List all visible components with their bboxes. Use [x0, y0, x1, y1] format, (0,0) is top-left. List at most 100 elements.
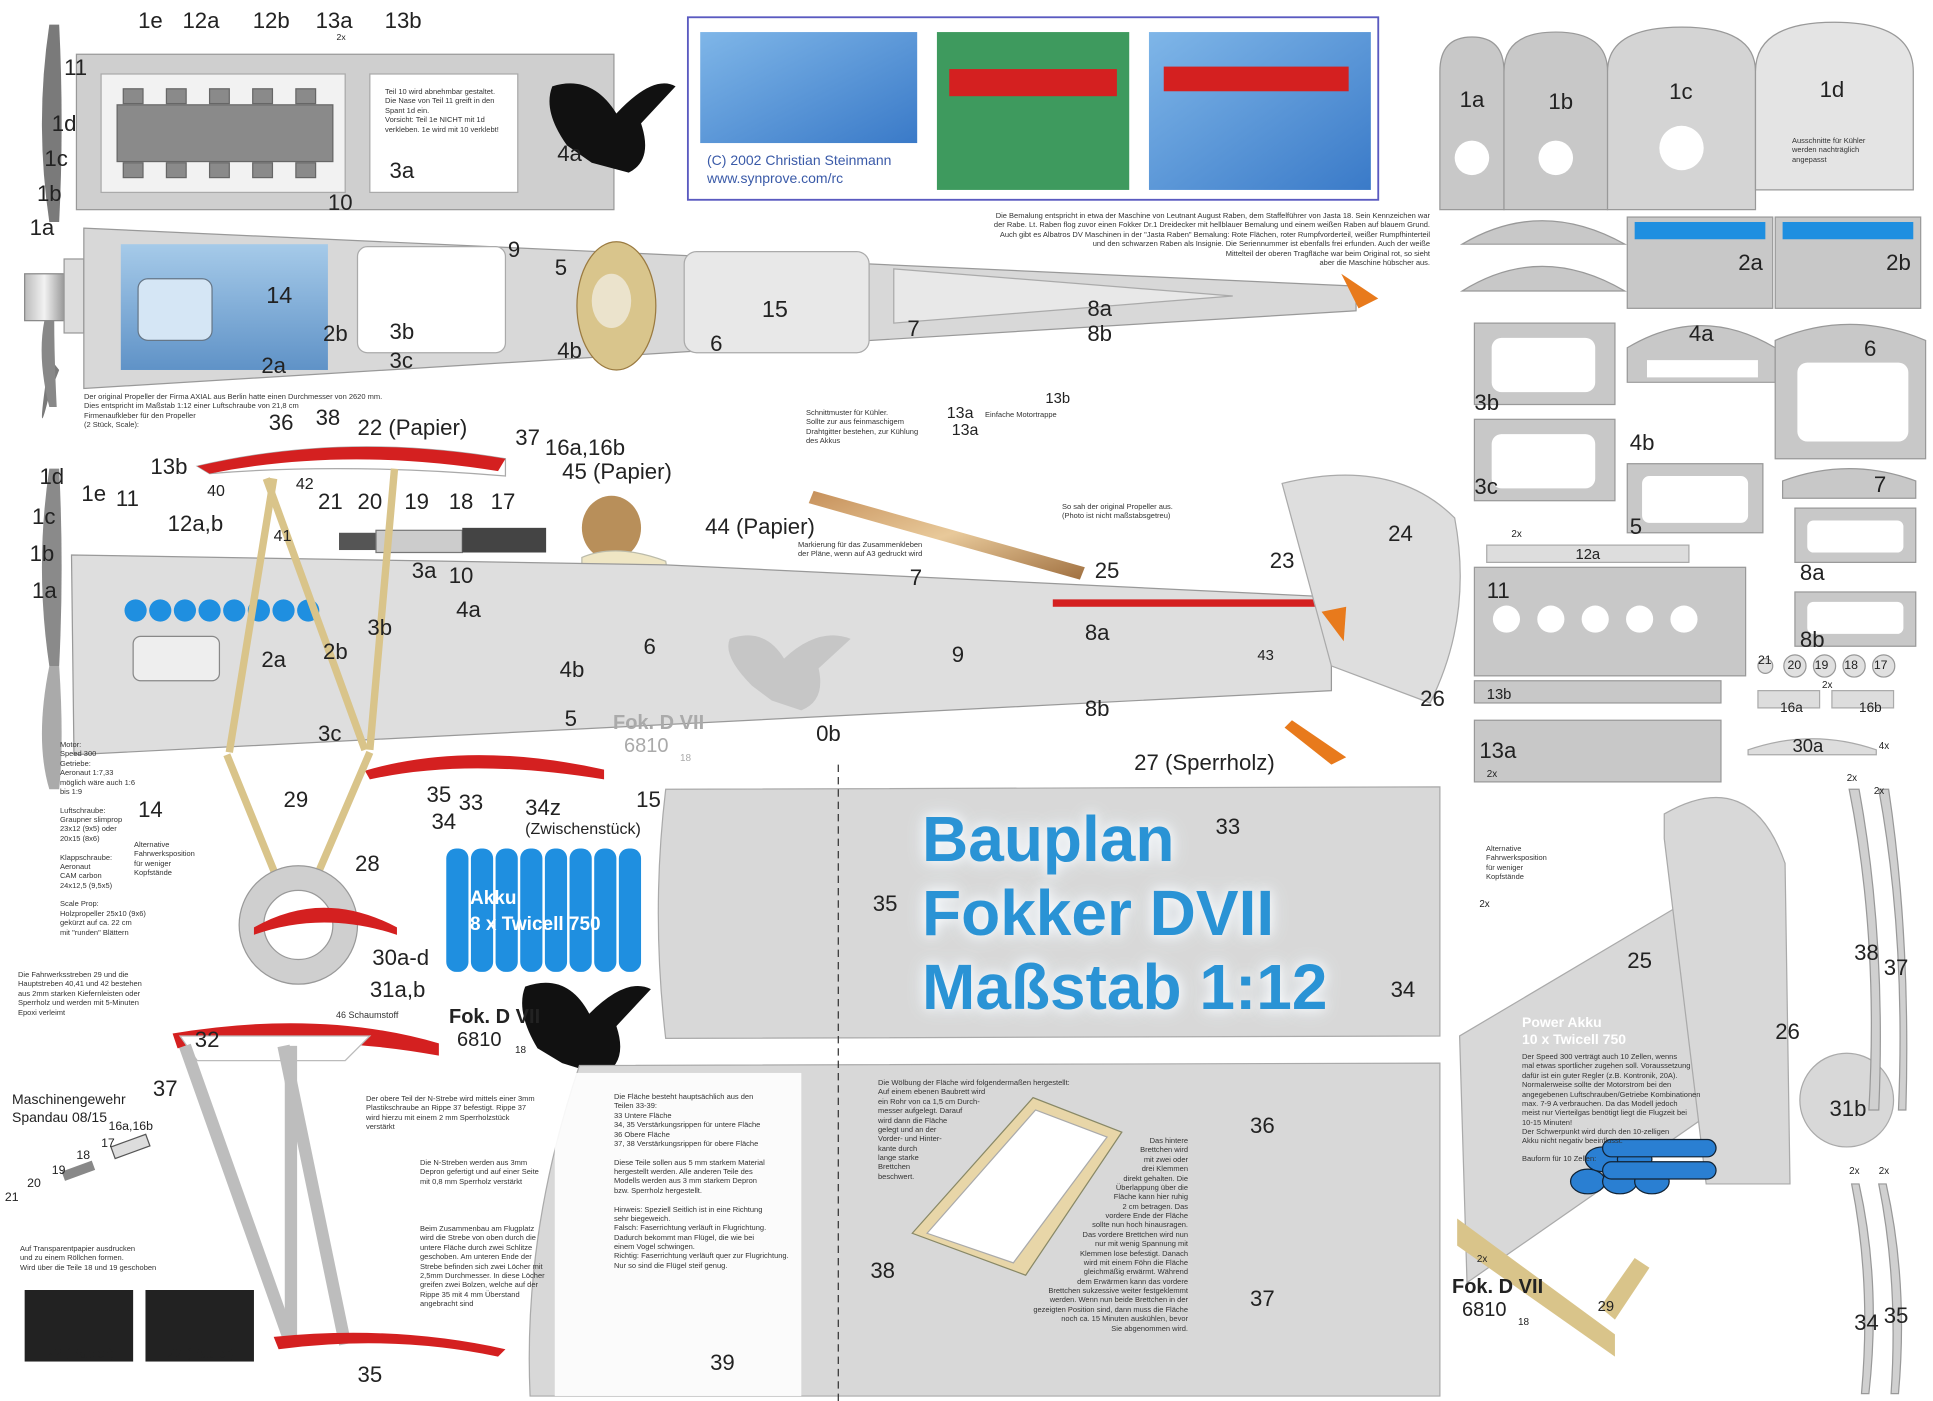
part-label: 16a,16b [544, 434, 626, 460]
part-label: 17 [490, 488, 516, 514]
part-label: 7 [1873, 471, 1887, 497]
part-label: 4a [1688, 321, 1714, 347]
part-label: 8a [1799, 560, 1825, 586]
part-label: 19 [51, 1163, 66, 1178]
part-label: 12a [182, 7, 220, 33]
part-label: 10 [448, 562, 474, 588]
part-label: 33 [458, 789, 484, 815]
note-woelbung: Die Wölbung der Fläche wird folgendermaß… [878, 1078, 1070, 1181]
note-alt-fahrwerk-right: Alternative Fahrwerksposition für wenige… [1486, 844, 1547, 882]
part-label: 3c [318, 720, 342, 746]
title-line2: Fokker DVII [922, 877, 1275, 949]
part-label: 3c [389, 348, 413, 374]
part-label: 44 (Papier) [705, 513, 815, 539]
part-label: 3a [411, 557, 437, 583]
note-transparent: Auf Transparentpapier ausdrucken und zu … [20, 1244, 157, 1272]
part-label: 37 [1883, 955, 1909, 981]
note-flaeche: Die Fläche besteht hauptsächlich aus den… [614, 1092, 789, 1270]
part-label: 1d [51, 111, 77, 137]
fok-mark-fuselage: Fok. D VII [613, 712, 705, 734]
part-label: 2x [336, 32, 346, 43]
title-line3: Maßstab 1:12 [922, 951, 1328, 1023]
part-label: 12a [1575, 546, 1601, 563]
part-label: 16a,16b [108, 1118, 153, 1133]
part-label: 1c [1669, 79, 1693, 105]
part-label: 34z [525, 794, 561, 820]
part-label: 1c [32, 503, 56, 529]
part-label: 8b [1087, 321, 1112, 347]
part-label: 1e [138, 7, 163, 33]
part-label: 35 [872, 890, 898, 916]
part-label: 1a [32, 577, 57, 603]
part-label: 20 [357, 488, 383, 514]
fok-mark-sub: 18 [515, 1045, 527, 1056]
part-label: 28 [355, 851, 380, 877]
part-label: 2x [1846, 773, 1858, 785]
part-label: 3b [367, 614, 393, 640]
part-label: 38 [870, 1258, 896, 1284]
part-label: 2x [1476, 1254, 1488, 1266]
title-line1: Bauplan [922, 803, 1175, 875]
part-label: 8a [1084, 619, 1110, 645]
note-bemalung: Die Bemalung entspricht in etwa der Masc… [993, 211, 1430, 267]
part-label: 26 [1775, 1019, 1800, 1045]
part-label: 37 [1250, 1285, 1275, 1311]
part-label: 6 [710, 330, 723, 356]
part-label: 30a [1792, 735, 1824, 757]
part-label: 11 [115, 486, 139, 512]
part-label: 35 [357, 1362, 383, 1387]
part-label: 21 [1757, 652, 1772, 667]
fok-mark-top-2: Fok. D VII [1452, 1276, 1544, 1298]
fok-mark-fuselage-sub: 18 [680, 753, 692, 764]
part-label: 0b [816, 720, 841, 746]
part-label: 24 [1388, 520, 1413, 546]
part-label: 13a [951, 420, 979, 439]
note-fahrwerk: Die Fahrwerksstreben 29 und die Hauptstr… [18, 970, 142, 1017]
part-label: 5 [554, 254, 568, 280]
part-label: 2a [1738, 249, 1763, 275]
part-label: 2b [322, 321, 348, 347]
part-label: 6 [1863, 335, 1877, 361]
part-label: 16a [1780, 699, 1803, 715]
note-brettchen: Das hintere Brettchen wird mit zwei oder… [1033, 1136, 1188, 1333]
power-akku-title: Power Akku 10 x Twicell 750 [1522, 1014, 1627, 1047]
part-label: 13b [1486, 687, 1512, 704]
part-label: 42 [295, 475, 314, 494]
part-label: 13a [315, 7, 353, 33]
part-label: 36 [1250, 1112, 1275, 1138]
part-label: 8b [1799, 626, 1825, 652]
part-label: (Zwischenstück) [525, 820, 641, 839]
part-label: 1b [29, 540, 55, 566]
part-label: 34 [431, 809, 457, 835]
fok-mark-top: Fok. D VII [449, 1006, 541, 1028]
part-label: 7 [907, 316, 920, 342]
part-label: 5 [564, 705, 577, 731]
part-label: 19 [1814, 657, 1829, 672]
fok-mark-num: 6810 [457, 1029, 502, 1051]
part-label: 18 [1844, 657, 1858, 672]
part-label: 34 [1854, 1310, 1879, 1336]
part-label: 14 [138, 797, 163, 823]
part-label: 7 [909, 565, 923, 591]
power-akku-text: Der Speed 300 verträgt auch 10 Zellen, w… [1522, 1052, 1701, 1146]
part-label: 1d [1819, 76, 1845, 102]
part-label: 13b [1045, 391, 1071, 408]
part-label: 1e [81, 481, 107, 507]
part-label: 26 [1420, 686, 1445, 712]
fok-mark-num-2: 6810 [1462, 1299, 1507, 1321]
part-label: 17 [101, 1136, 115, 1151]
part-label: 23 [1269, 548, 1295, 574]
part-label: 4a [557, 141, 582, 167]
part-label: 8a [1087, 296, 1112, 322]
part-label: 34 [1390, 977, 1416, 1003]
note-markierung: Markierung für das Zusammenkleben der Pl… [798, 540, 923, 559]
part-label: 3c [1474, 474, 1498, 500]
note-nstrebe-oben: Der obere Teil der N-Strebe wird mittels… [366, 1094, 535, 1132]
part-label: 37 [515, 424, 540, 450]
note-teil10: Teil 10 wird abnehmbar gestaltet. Die Na… [385, 87, 499, 134]
part-label: 35 [426, 782, 452, 808]
power-akku-bauform: Bauform für 10 Zellen: [1522, 1154, 1597, 1163]
fok-mark-fuselage-num: 6810 [624, 735, 669, 757]
